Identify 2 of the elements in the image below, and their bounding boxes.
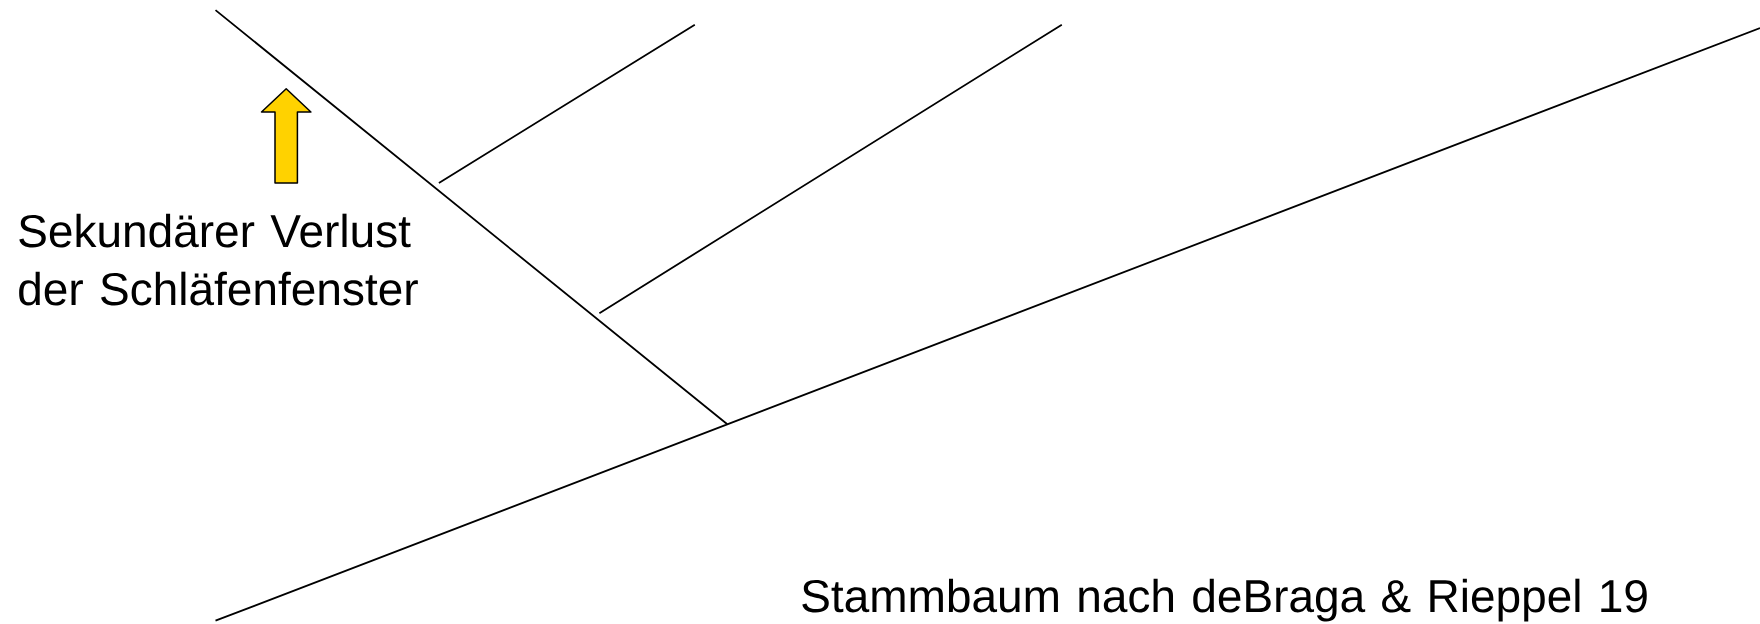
note-text: Sekundärer Verlust der Schläfenfenster [19, 213, 418, 306]
note-text: Stammbaum nach deBraga & Rieppel 19 [802, 578, 1647, 622]
